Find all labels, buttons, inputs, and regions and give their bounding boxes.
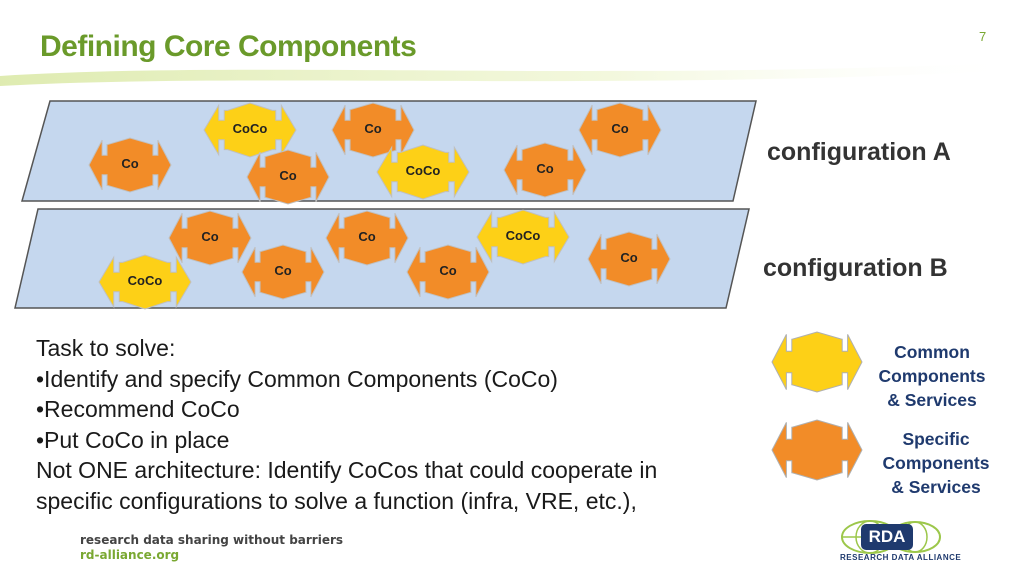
rda-globe-logo: [841, 520, 941, 554]
co-label-a-6: Co: [536, 161, 554, 176]
coco-arrow-a-0: [203, 102, 297, 158]
legend-common-label: Common Components & Services: [878, 342, 986, 410]
co-arrow-b-5: [587, 231, 671, 287]
configuration-a-label: configuration A: [767, 138, 951, 166]
task-line-configurations: specific configurations to solve a funct…: [36, 487, 637, 514]
co-label-b-4: Co: [439, 263, 457, 278]
task-text: Task to solve: •Identify and specify Com…: [36, 333, 657, 516]
coco-label-a-5: CoCo: [405, 163, 441, 178]
co-arrow-a-6: [503, 142, 587, 198]
legend-co-arrow-icon: [771, 419, 863, 481]
page-number: 7: [979, 29, 987, 44]
co-arrow-b-4: [406, 244, 490, 300]
coco-arrow-b-6: [98, 254, 192, 310]
task-line-architecture: Not ONE architecture: Identify CoCos tha…: [36, 457, 658, 483]
co-arrow-a-3: [88, 137, 172, 193]
legend-specific-label: Specific Components & Services: [882, 429, 990, 497]
co-label-b-5: Co: [620, 250, 638, 265]
coco-label-a-0: CoCo: [232, 121, 268, 136]
task-bullet-identify: •Identify and specify Common Components …: [36, 365, 558, 392]
co-label-b-3: Co: [274, 263, 292, 278]
coco-label-b-2: CoCo: [505, 228, 541, 243]
co-label-a-4: Co: [279, 168, 297, 183]
co-arrow-a-2: [578, 102, 662, 158]
legend-coco-arrow-icon: [771, 331, 863, 393]
footer-url: rd-alliance.org: [80, 548, 180, 562]
footer-branding: research data sharing without barriers r…: [80, 533, 343, 563]
co-arrow-a-1: [331, 102, 415, 158]
co-label-b-1: Co: [358, 229, 376, 244]
coco-arrow-a-5: [376, 144, 470, 200]
footer-tagline: research data sharing without barriers: [80, 533, 344, 547]
coco-arrow-b-2: [476, 209, 570, 265]
coco-label-b-6: CoCo: [127, 273, 163, 288]
header-swoosh: [0, 62, 1024, 86]
configuration-b-label: configuration B: [763, 254, 948, 282]
co-label-a-2: Co: [611, 121, 629, 136]
co-arrow-b-0: [168, 210, 252, 266]
co-arrow-b-3: [241, 244, 325, 300]
task-bullet-put-in-place: •Put CoCo in place: [36, 426, 230, 453]
co-arrow-a-4: [246, 149, 330, 205]
rda-logo-subtitle: RESEARCH DATA ALLIANCE: [840, 553, 962, 562]
co-label-b-0: Co: [201, 229, 219, 244]
rda-logo-text: RDA: [868, 527, 906, 546]
co-label-a-1: Co: [364, 121, 382, 136]
page-title: Defining Core Components: [40, 30, 417, 63]
co-arrow-b-1: [325, 210, 409, 266]
task-heading: Task to solve:: [36, 335, 176, 361]
co-label-a-3: Co: [121, 156, 139, 171]
task-bullet-recommend: •Recommend CoCo: [36, 396, 240, 422]
